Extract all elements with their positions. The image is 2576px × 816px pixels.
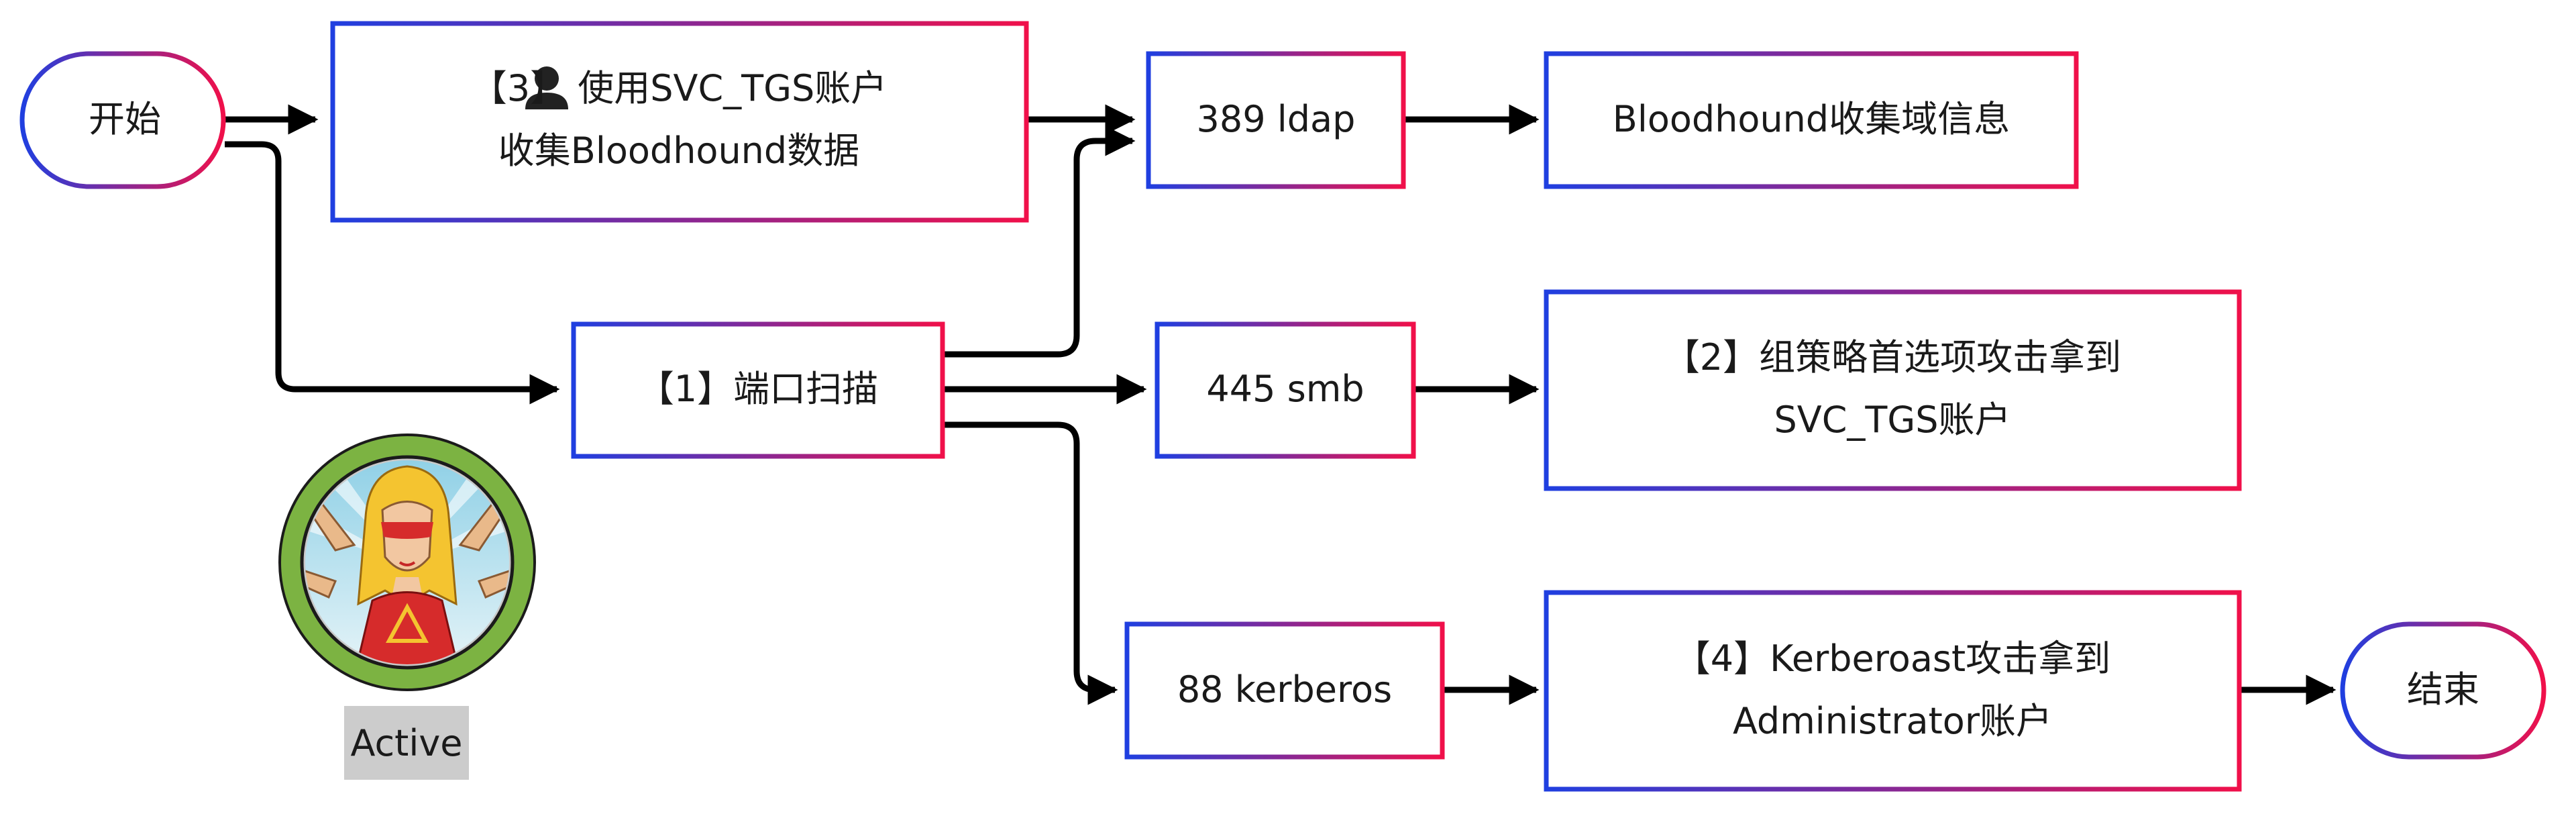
node-step2: 【2】组策略首选项攻击拿到 SVC_TGS账户 xyxy=(1544,289,2242,491)
edge-start-to-step1 xyxy=(225,141,560,405)
edge-step1-to-ldap xyxy=(944,125,1136,358)
node-step2-label-line2: SVC_TGS账户 xyxy=(1774,399,2010,441)
node-smb-label: 445 smb xyxy=(1206,368,1364,410)
node-step4: 【4】Kerberoast攻击拿到 Administrator账户 xyxy=(1544,590,2242,792)
avatar-caption: Active xyxy=(344,706,469,780)
user-icon xyxy=(525,66,568,109)
connectors xyxy=(225,104,2337,705)
node-ldap-label: 389 ldap xyxy=(1197,98,1356,140)
node-smb: 445 smb xyxy=(1155,321,1416,459)
node-step2-label-line1: 【2】组策略首选项攻击拿到 xyxy=(1664,336,2121,378)
node-step3-label-line1: 【3】 使用SVC_TGS账户 xyxy=(471,67,888,109)
node-start-label: 开始 xyxy=(89,98,161,140)
node-bloodhound: Bloodhound收集域信息 xyxy=(1544,51,2079,189)
masked-hero-avatar-icon xyxy=(305,460,509,664)
node-step4-label-line2: Administrator账户 xyxy=(1733,700,2052,742)
node-step3-label-line2: 收集Bloodhound数据 xyxy=(498,130,859,172)
node-end-label: 结束 xyxy=(2407,668,2479,711)
avatar-caption-label: Active xyxy=(350,722,462,764)
edge-step1-to-kerberos xyxy=(944,421,1118,705)
node-step4-label-line1: 【4】Kerberoast攻击拿到 xyxy=(1674,638,2110,680)
node-kerberos-label: 88 kerberos xyxy=(1177,668,1392,711)
node-end: 结束 xyxy=(2340,621,2546,760)
avatar xyxy=(278,434,536,691)
node-step1-label: 【1】端口扫描 xyxy=(638,368,878,410)
node-step1: 【1】端口扫描 xyxy=(571,321,945,459)
node-bloodhound-label: Bloodhound收集域信息 xyxy=(1613,98,2010,140)
node-ldap: 389 ldap xyxy=(1146,51,1406,189)
node-start: 开始 xyxy=(19,51,226,189)
node-step3: 【3】 使用SVC_TGS账户 收集Bloodhound数据 xyxy=(330,21,1029,223)
node-kerberos: 88 kerberos xyxy=(1124,621,1445,760)
